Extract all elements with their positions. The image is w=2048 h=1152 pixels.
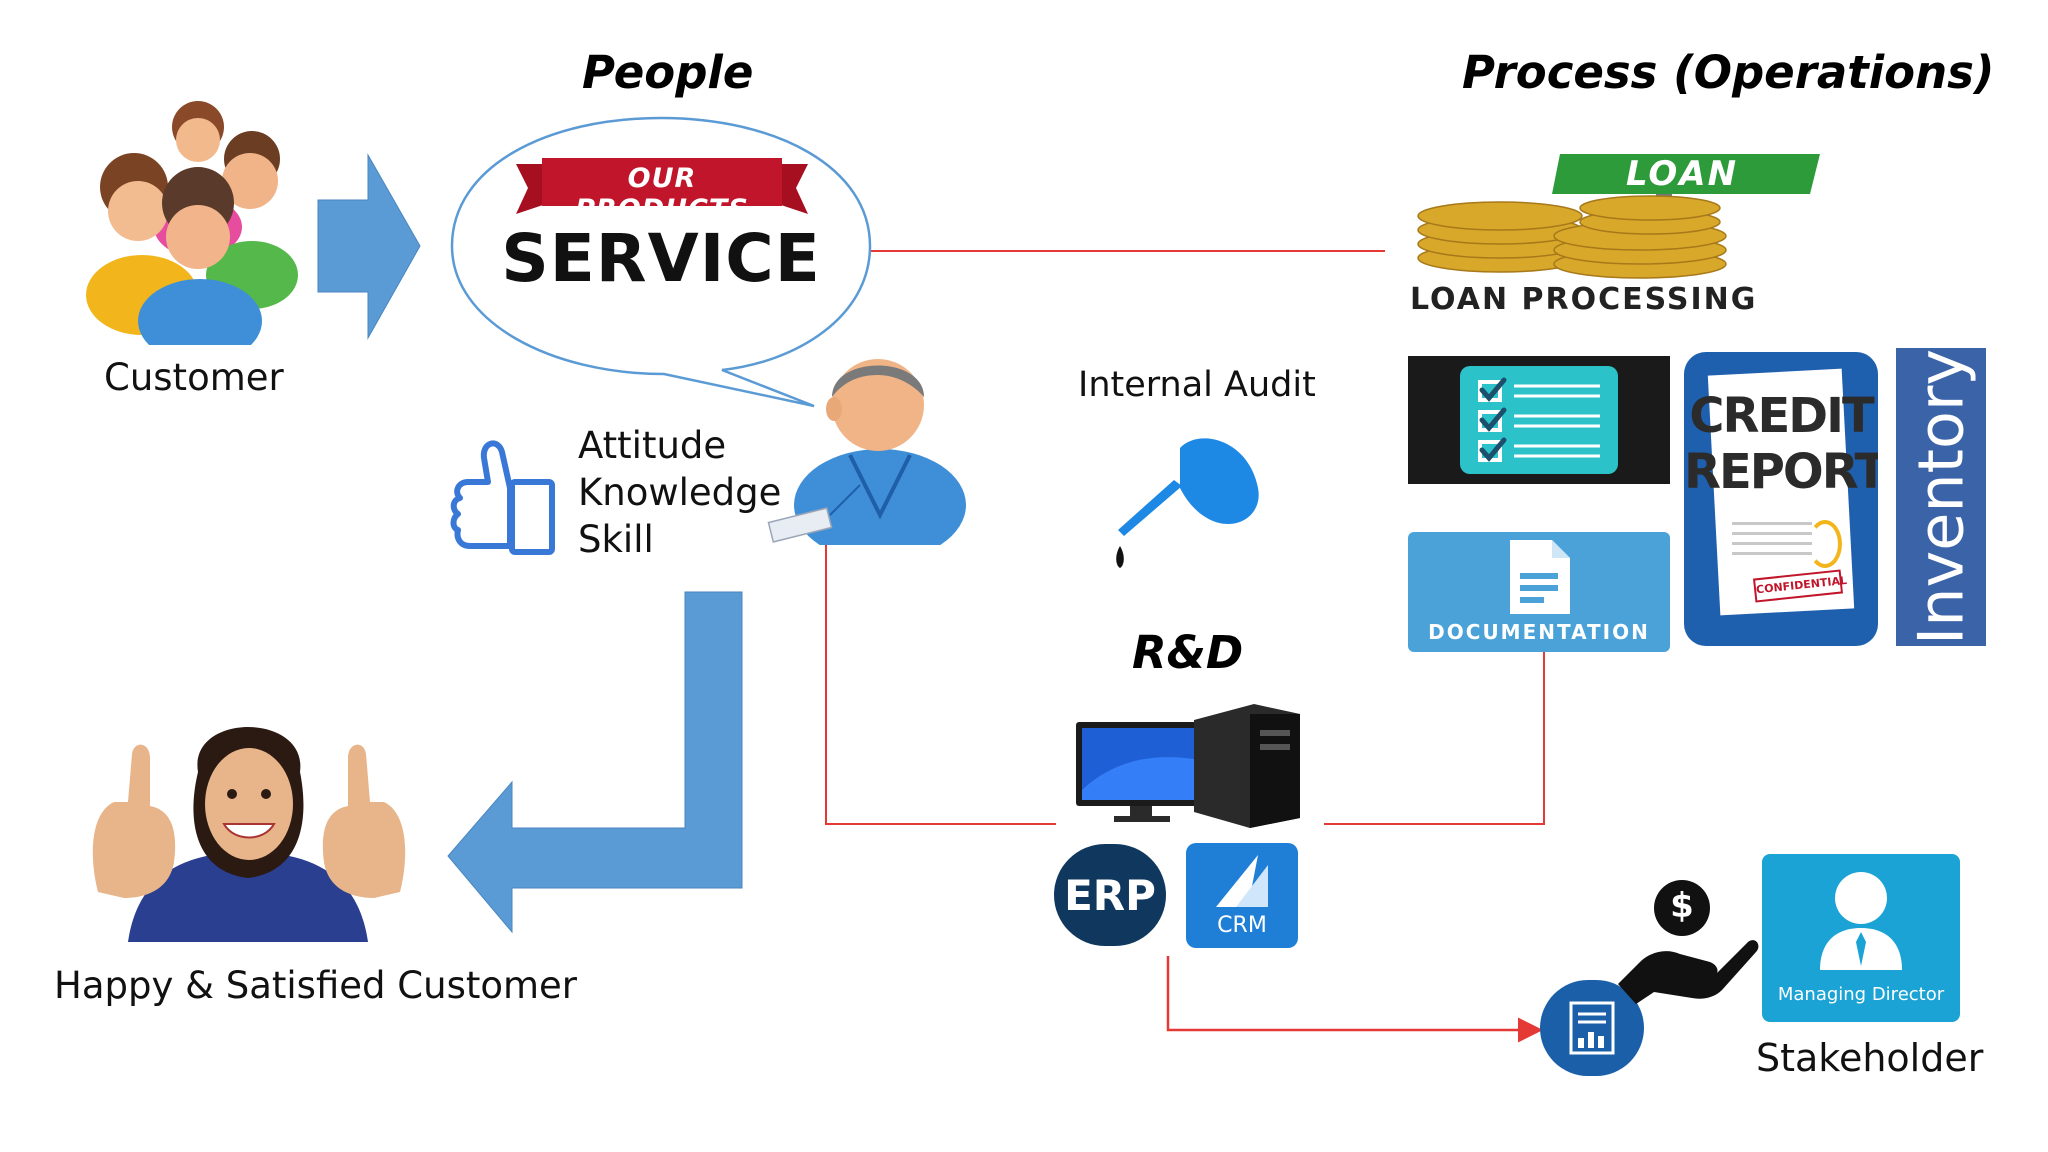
skill-attitude: Attitude: [578, 424, 727, 467]
process-heading: Process (Operations): [1462, 46, 1995, 99]
skills-list: Attitude Knowledge Skill: [578, 422, 781, 563]
rd-heading: R&D: [1132, 626, 1244, 679]
director-avatar-icon: [1820, 872, 1902, 970]
loan-processing-label: LOAN PROCESSING: [1410, 282, 1758, 317]
credit-label-line1: CREDIT: [1689, 388, 1874, 444]
inventory-tile: Inventory: [1896, 348, 1986, 646]
happy-customer-label: Happy & Satisfied Customer: [54, 964, 578, 1007]
loan-coins-icon: [1417, 154, 1820, 279]
internal-audit-label: Internal Audit: [1078, 365, 1316, 405]
skill-knowledge: Knowledge: [578, 471, 782, 514]
oil-can-icon: [1116, 438, 1259, 568]
banner-left-tail: [516, 164, 546, 214]
crm-label: CRM: [1217, 913, 1267, 938]
credit-report-clip-icon: [1808, 520, 1842, 568]
connector-agent-rd: [825, 540, 1056, 825]
service-text: SERVICE: [501, 220, 821, 297]
people-heading: People: [582, 46, 754, 99]
connector-erp-stakeholder: [1166, 956, 1543, 1043]
skill-skill: Skill: [578, 518, 654, 561]
banner-text: OUR PRODUCTS: [575, 163, 749, 225]
documentation-label: DOCUMENTATION: [1428, 620, 1650, 644]
report-chart-icon: [1569, 1001, 1615, 1055]
inventory-label: Inventory: [1904, 348, 1978, 646]
credit-report-tile: CREDIT REPORT CONFIDENTIAL: [1684, 352, 1878, 646]
erp-label: ERP: [1064, 871, 1156, 920]
checklist-icon: [1478, 377, 1600, 462]
crm-logo-icon: [1216, 855, 1268, 907]
stakeholder-label: Stakeholder: [1756, 1036, 1984, 1080]
managing-director-tile: Managing Director: [1762, 854, 1960, 1022]
happy-customer-photo: [92, 727, 406, 942]
credit-report-text-lines: [1732, 522, 1812, 562]
loan-sign-board: [1552, 154, 1820, 194]
crm-tile: CRM: [1186, 843, 1298, 948]
loan-sign-text: LOAN: [1625, 154, 1739, 194]
managing-director-label: Managing Director: [1777, 984, 1945, 1005]
banner-ribbon: [542, 158, 782, 206]
support-agent-icon: [767, 359, 966, 545]
credit-label-line2: REPORT: [1684, 444, 1878, 500]
speech-bubble: [450, 116, 872, 408]
customer-group-icon: [86, 101, 298, 345]
erp-badge: [1054, 844, 1166, 946]
document-icon: [1510, 540, 1570, 614]
documentation-tile: DOCUMENTATION: [1408, 532, 1670, 652]
customer-label: Customer: [104, 356, 284, 399]
connector-docs-rd: [1324, 652, 1545, 825]
dollar-sign: $: [1670, 886, 1694, 926]
computer-icon: [1076, 704, 1300, 828]
banner-right-tail: [778, 164, 808, 214]
report-badge: [1540, 980, 1644, 1076]
right-arrow-shape: [317, 153, 421, 340]
thumbs-up-icon: [450, 440, 555, 555]
money-hand-icon: [1618, 880, 1759, 1004]
checklist-tile: [1408, 356, 1670, 484]
return-arrow-shape: [447, 591, 743, 934]
